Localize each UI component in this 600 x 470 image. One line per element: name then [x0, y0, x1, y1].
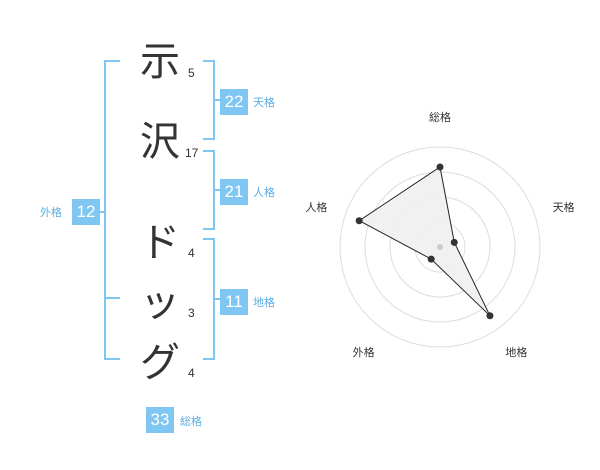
radar-polygon [358, 166, 491, 317]
radar-axis-label-2: 天格 [553, 200, 575, 214]
tenkaku-badge: 22 [220, 89, 248, 115]
radar-point-5 [355, 217, 363, 225]
jinkaku-badge: 21 [220, 179, 248, 205]
name-char-2: 沢 [140, 119, 180, 165]
jinkaku-connector [214, 189, 220, 191]
gaikaku-label: 外格 [40, 206, 62, 219]
name-char-1: 示 [140, 39, 180, 85]
stroke-count-1: 5 [188, 66, 195, 80]
chikaku-label: 地格 [253, 296, 275, 309]
stroke-count-2: 17 [185, 146, 199, 160]
radar-point-3 [486, 312, 494, 320]
radar-axis-label-3: 地格 [505, 345, 527, 359]
name-char-5: グ [140, 340, 180, 386]
radar-center-dot [437, 244, 443, 250]
stroke-count-3: 4 [188, 246, 195, 260]
radar-ring-4 [339, 146, 541, 348]
name-char-3: ド [140, 220, 180, 266]
gaikaku-split-tick [104, 297, 120, 299]
radar-axis-label-4: 外格 [353, 345, 375, 359]
soukaku-badge: 33 [146, 407, 174, 433]
name-char-4: ッ [140, 280, 180, 326]
soukaku-label: 総格 [180, 415, 202, 428]
radar-axis-label-1: 総格 [429, 110, 451, 124]
jinkaku-label: 人格 [253, 186, 275, 199]
chikaku-connector [214, 298, 220, 300]
stroke-count-5: 4 [188, 366, 195, 380]
stroke-count-4: 3 [188, 306, 195, 320]
radar-axis-label-5: 人格 [305, 200, 327, 214]
radar-point-1 [436, 163, 444, 171]
gaikaku-bracket [104, 60, 120, 360]
radar-point-4 [427, 255, 435, 263]
tenkaku-label: 天格 [253, 96, 275, 109]
chikaku-badge: 11 [220, 289, 248, 315]
tenkaku-connector [214, 99, 220, 101]
radar-point-2 [450, 238, 458, 246]
gaikaku-badge: 12 [72, 199, 100, 225]
gaikaku-connector [99, 211, 105, 213]
